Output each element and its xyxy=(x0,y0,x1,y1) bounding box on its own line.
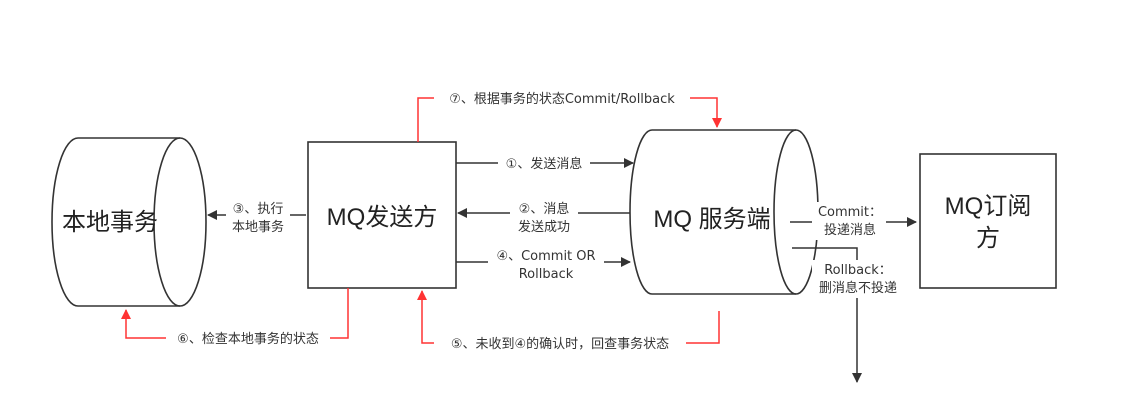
mq-server-node: MQ 服务端 xyxy=(629,129,819,295)
edge-commit-deliver-label-line2: 投递消息 xyxy=(824,222,876,238)
edge-commit-rollback-by-state: ⑦、根据事务的状态Commit/Rollback xyxy=(417,89,722,142)
edge-send-success-label-line1: ②、消息 xyxy=(519,201,570,217)
edge-rollback-delete: Rollback： 删消息不投递 xyxy=(792,247,906,383)
mq-server-label: MQ 服务端 xyxy=(653,206,770,233)
edge-commit-rollback-by-state-label: ⑦、根据事务的状态Commit/Rollback xyxy=(449,91,675,107)
edge-commit-deliver-label-line1: Commit： xyxy=(818,205,882,220)
edge-commit-or-rollback: ④、Commit OR Rollback xyxy=(456,246,631,282)
mq-sender-label: MQ发送方 xyxy=(327,204,438,231)
edge-execute-local-tx-label-line1: ③、执行 xyxy=(233,202,284,217)
local-transaction-node: 本地事务 xyxy=(51,137,207,307)
edge-check-local-tx-status: ⑥、检查本地事务的状态 xyxy=(121,288,349,347)
edge-rollback-delete-label-line2: 删消息不投递 xyxy=(819,280,897,296)
edge-send-message: ①、发送消息 xyxy=(456,154,634,172)
edge-check-back-status-label: ⑤、未收到④的确认时，回查事务状态 xyxy=(451,336,669,352)
edge-execute-local-tx-label-line2: 本地事务 xyxy=(232,219,284,235)
mq-subscriber-label-line1: MQ订阅 xyxy=(945,193,1032,220)
edge-send-success-label-line2: 发送成功 xyxy=(518,219,570,235)
edge-send-message-label: ①、发送消息 xyxy=(506,156,583,172)
edge-rollback-delete-label-line1: Rollback： xyxy=(824,263,892,278)
edge-execute-local-tx: ③、执行 本地事务 xyxy=(207,198,306,235)
mq-sender-node: MQ发送方 xyxy=(307,141,457,289)
local-transaction-label: 本地事务 xyxy=(62,209,158,236)
edge-commit-or-rollback-label-line1: ④、Commit OR xyxy=(496,249,595,264)
edge-check-back-status: ⑤、未收到④的确认时，回查事务状态 xyxy=(417,290,720,352)
edge-check-local-tx-status-label: ⑥、检查本地事务的状态 xyxy=(177,331,319,347)
edge-commit-deliver: Commit： 投递消息 xyxy=(790,202,917,240)
mq-subscriber-node: MQ订阅 方 xyxy=(919,153,1057,289)
edge-send-success: ②、消息 发送成功 xyxy=(457,200,630,236)
mq-subscriber-label-line2: 方 xyxy=(976,225,1000,252)
edge-commit-or-rollback-label-line2: Rollback xyxy=(519,267,574,282)
